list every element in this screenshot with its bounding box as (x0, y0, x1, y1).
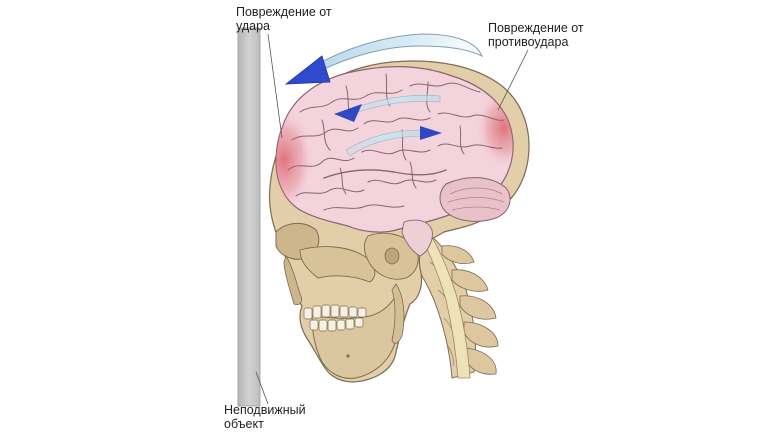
contrecoup-injury-zone (476, 88, 514, 168)
leader-lines (255, 33, 529, 405)
contrecoup-label-line-1: Повреждение от (488, 21, 584, 35)
contrecoup-leader-line (497, 49, 529, 111)
coup-injury-zone (276, 108, 314, 212)
coup-label-line-2: удара (236, 19, 270, 33)
fixed-object-label-line-1: Неподвижный (224, 403, 306, 417)
brain (275, 66, 514, 257)
fixed-object-leader-line (255, 371, 269, 405)
coup-leader-line (267, 33, 283, 139)
large-curved-arrow (284, 33, 483, 85)
coup-label-line-1: Повреждение от (236, 5, 332, 19)
curved-arrow-left-icon (284, 55, 331, 85)
curved-arrow-right-icon (420, 126, 442, 140)
curved-arrow-left-icon (334, 104, 362, 122)
fixed-object-label-line-2: объект (224, 417, 264, 431)
fixed-object-wall (237, 27, 261, 407)
coup-injury-label: Повреждение от удара (236, 5, 332, 33)
brain-motion-arrows (334, 95, 442, 157)
fixed-object-label: Неподвижный объект (224, 403, 306, 431)
contrecoup-label-line-2: противоудара (488, 35, 569, 49)
contrecoup-injury-label: Повреждение от противоудара (488, 21, 584, 49)
